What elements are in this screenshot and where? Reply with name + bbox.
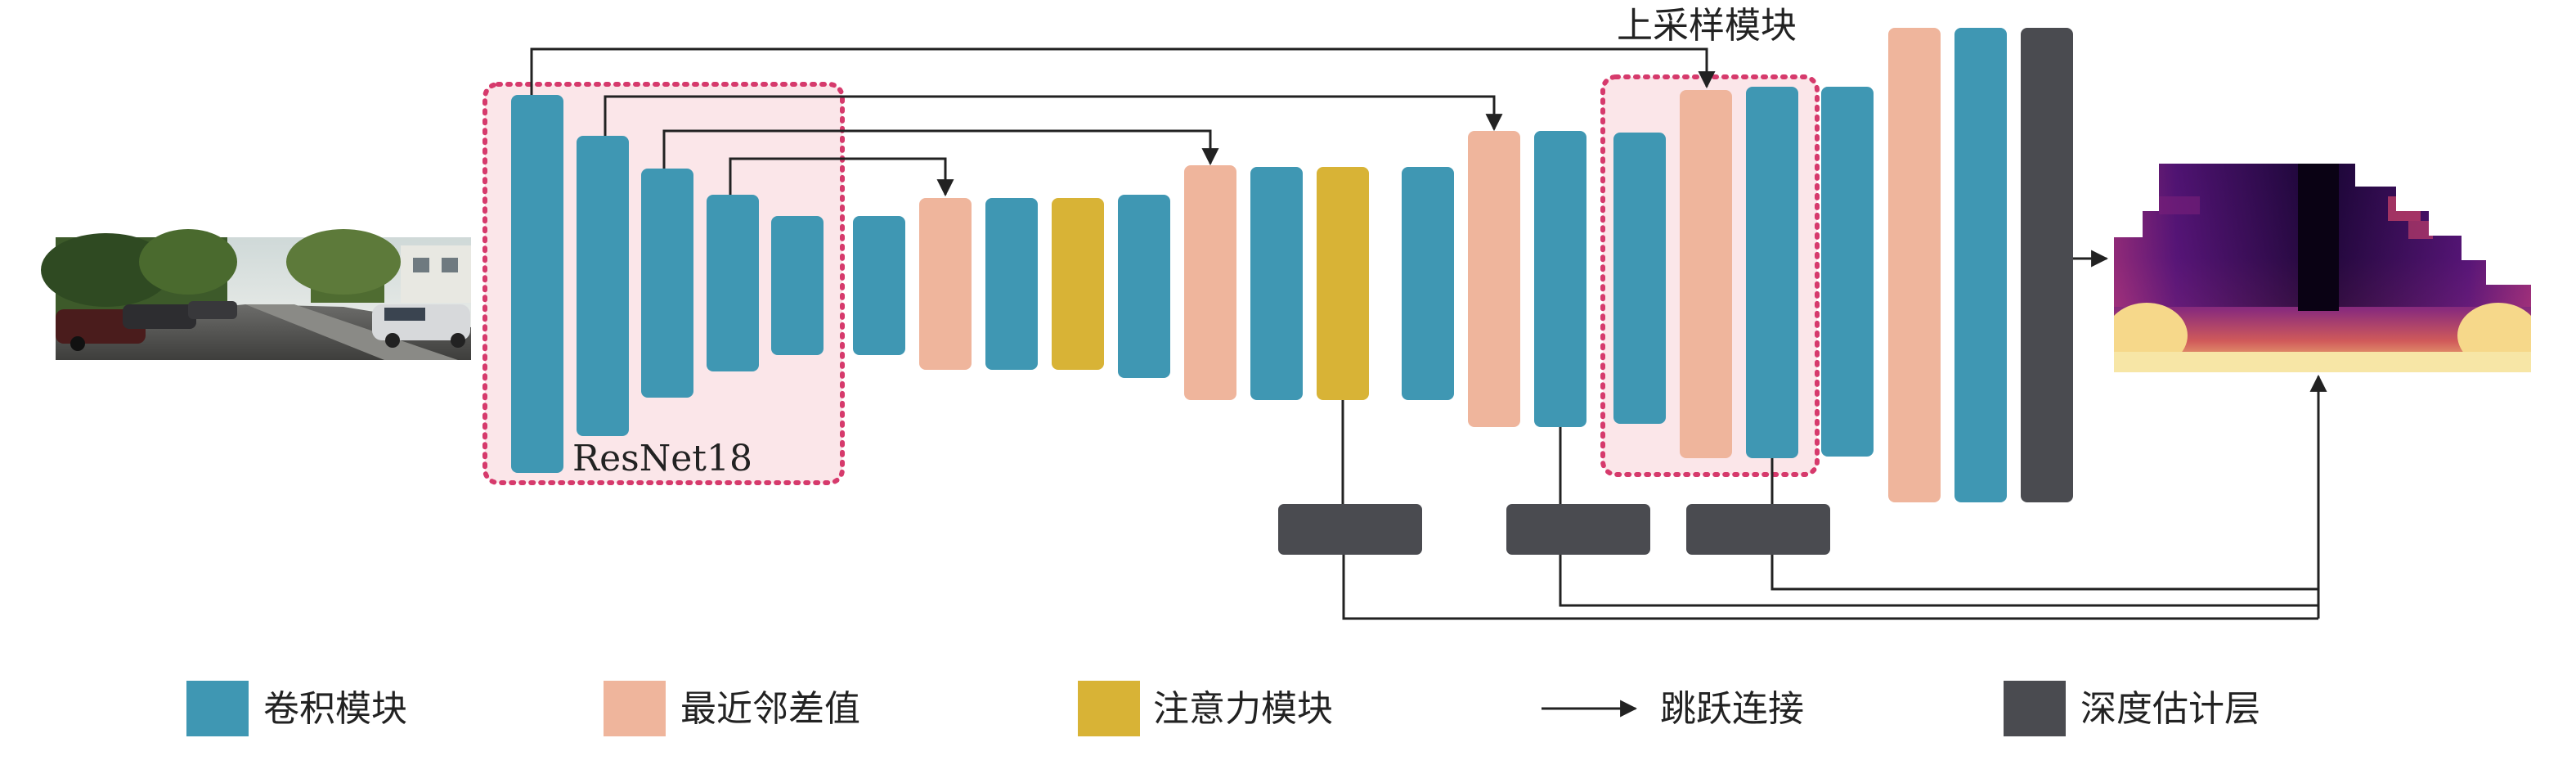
legend-label: 卷积模块 — [263, 688, 407, 730]
decoder — [853, 28, 2073, 502]
conv-block — [641, 169, 693, 398]
conv-block — [707, 195, 759, 371]
legend-label: 深度估计层 — [2080, 688, 2260, 730]
attention-block — [1317, 167, 1369, 400]
skip-connections — [530, 47, 1716, 197]
output-depth-map — [2114, 164, 2531, 372]
upsample-label: 上采样模块 — [1617, 5, 1797, 47]
skip-arrow — [729, 157, 954, 197]
conv-block — [1954, 28, 2007, 502]
resnet18-label: ResNet18 — [572, 438, 752, 479]
conv-block — [771, 216, 824, 355]
conv-block — [853, 216, 905, 355]
interp-block — [1888, 28, 1941, 502]
conv-block — [1613, 133, 1666, 424]
conv-block — [985, 198, 1038, 370]
conv-block — [1821, 87, 1874, 457]
interp-block — [1184, 165, 1236, 400]
interp-block — [1468, 131, 1520, 427]
depth-head-block — [1686, 504, 1830, 555]
output-connections — [1342, 250, 2327, 620]
legend-label: 跳跃连接 — [1660, 688, 1804, 730]
skip-arrow — [604, 95, 1503, 136]
conv-block — [511, 95, 563, 473]
input-image — [41, 229, 471, 360]
encoder — [511, 95, 824, 473]
depth-block — [2021, 28, 2073, 502]
legend-item-depth: 深度估计层 — [2004, 681, 2260, 736]
conv-block — [1402, 167, 1454, 400]
legend-swatch-depth — [2004, 681, 2066, 736]
legend-label: 最近邻差值 — [680, 688, 860, 730]
legend-item-interp: 最近邻差值 — [604, 681, 860, 736]
interp-block — [919, 198, 972, 370]
legend-item-attention: 注意力模块 — [1078, 681, 1333, 736]
skip-arrow — [662, 129, 1219, 169]
conv-block — [1118, 195, 1170, 378]
legend-label: 注意力模块 — [1153, 688, 1333, 730]
legend-swatch-attention — [1078, 681, 1140, 736]
conv-block — [1534, 131, 1586, 427]
depth-heads — [1278, 400, 1830, 555]
legend-swatch-interp — [604, 681, 666, 736]
attention-block — [1052, 198, 1104, 370]
conv-block — [1250, 167, 1303, 400]
interp-block — [1680, 90, 1732, 458]
legend: 卷积模块 最近邻差值 注意力模块 跳跃连接 深度估计层 — [186, 681, 2260, 736]
legend-item-conv: 卷积模块 — [186, 681, 407, 736]
depth-head-block — [1278, 504, 1422, 555]
legend-item-skip: 跳跃连接 — [1542, 688, 1804, 730]
depth-head-block — [1506, 504, 1650, 555]
conv-block — [577, 136, 629, 436]
conv-block — [1746, 87, 1798, 458]
skip-arrow — [530, 47, 1716, 95]
legend-swatch-conv — [186, 681, 249, 736]
